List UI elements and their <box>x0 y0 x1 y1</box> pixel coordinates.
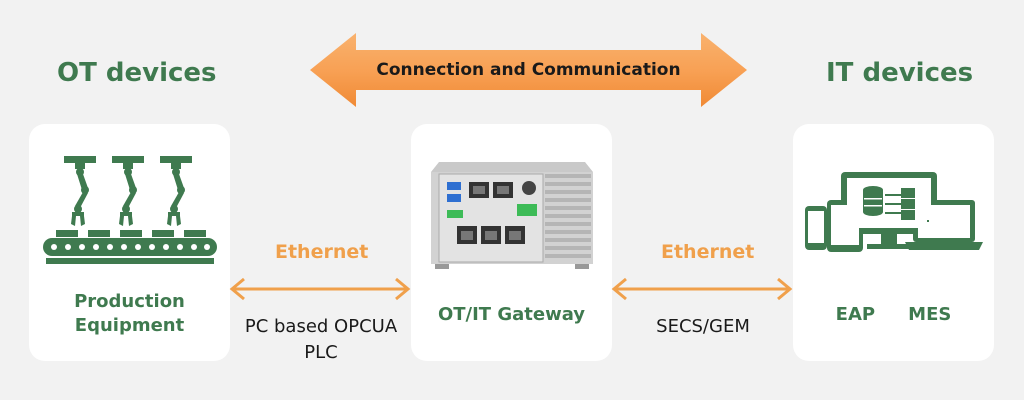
protocol-left-line2: PLC <box>304 342 338 363</box>
connection-double-arrow-icon <box>310 33 747 107</box>
protocol-left-line1: PC based OPCUA <box>244 316 398 337</box>
protocol-right-line1: SECS/GEM <box>656 316 750 337</box>
left-double-arrow-icon <box>229 277 411 301</box>
gateway-title: OT/IT Gateway <box>437 304 586 325</box>
it-systems-card: EAP MES <box>793 124 994 361</box>
ot-devices-heading: OT devices <box>57 58 217 88</box>
it-devices-heading: IT devices <box>826 58 974 88</box>
devices-database-icon <box>805 172 983 252</box>
right-double-arrow-icon <box>611 277 793 301</box>
ethernet-label-right: Ethernet <box>661 241 755 263</box>
mes-label: MES <box>908 304 952 325</box>
industrial-gateway-device <box>431 162 593 269</box>
eap-label: EAP <box>835 304 876 325</box>
robot-arms-conveyor-icon <box>43 156 217 264</box>
gateway-card: OT/IT Gateway <box>411 124 612 361</box>
ethernet-label-left: Ethernet <box>275 241 369 263</box>
production-equipment-title-line2: Equipment <box>74 315 185 336</box>
connection-label: Connection and Communication <box>376 60 681 80</box>
production-equipment-card: Production Equipment <box>29 124 230 361</box>
production-equipment-title-line1: Production <box>74 291 185 312</box>
